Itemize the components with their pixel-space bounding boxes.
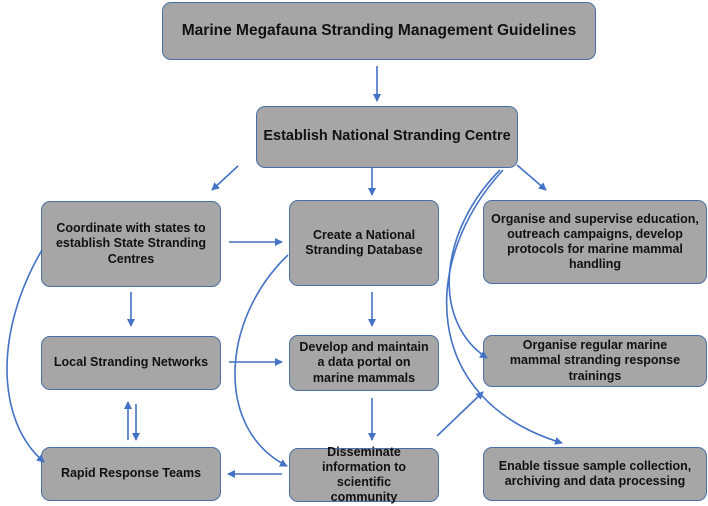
arrow-disseminate-to-trainings [436,391,484,437]
node-guidelines: Marine Megafauna Stranding Management Gu… [162,2,596,60]
node-trainings: Organise regular marine mammal stranding… [483,335,707,387]
node-data-portal-label: Develop and maintain a data portal on ma… [299,340,429,385]
node-disseminate: Disseminate information to scientific co… [289,445,439,504]
node-education-label: Organise and supervise education, outrea… [491,211,699,272]
node-data-portal: Develop and maintain a data portal on ma… [289,335,439,391]
node-national-centre: Establish National Stranding Centre [256,106,518,168]
arrow-database-to-disseminate-curve [234,254,289,467]
node-rapid-response-label: Rapid Response Teams [60,466,202,481]
arrow-coordinate-to-rapid-curve [6,249,45,463]
node-national-database: Create a National Stranding Database [289,200,439,286]
node-local-networks: Local Stranding Networks [41,336,221,390]
node-local-networks-label: Local Stranding Networks [53,355,209,370]
node-coordinate-states-label: Coordinate with states to establish Stat… [55,221,207,266]
node-disseminate-label: Disseminate information to scientific co… [321,444,406,505]
arrow-centre-to-education [516,164,547,191]
node-rapid-response: Rapid Response Teams [41,447,221,501]
arrow-centre-to-coordinate [211,165,239,191]
node-national-database-label: Create a National Stranding Database [305,227,423,257]
node-tissue-sample-label: Enable tissue sample collection, archivi… [498,458,692,488]
node-tissue-sample: Enable tissue sample collection, archivi… [483,447,707,501]
node-guidelines-label: Marine Megafauna Stranding Management Gu… [181,21,577,39]
node-trainings-label: Organise regular marine mammal stranding… [509,338,681,383]
node-national-centre-label: Establish National Stranding Centre [263,128,511,145]
node-coordinate-states: Coordinate with states to establish Stat… [41,201,221,287]
node-education: Organise and supervise education, outrea… [483,200,707,284]
